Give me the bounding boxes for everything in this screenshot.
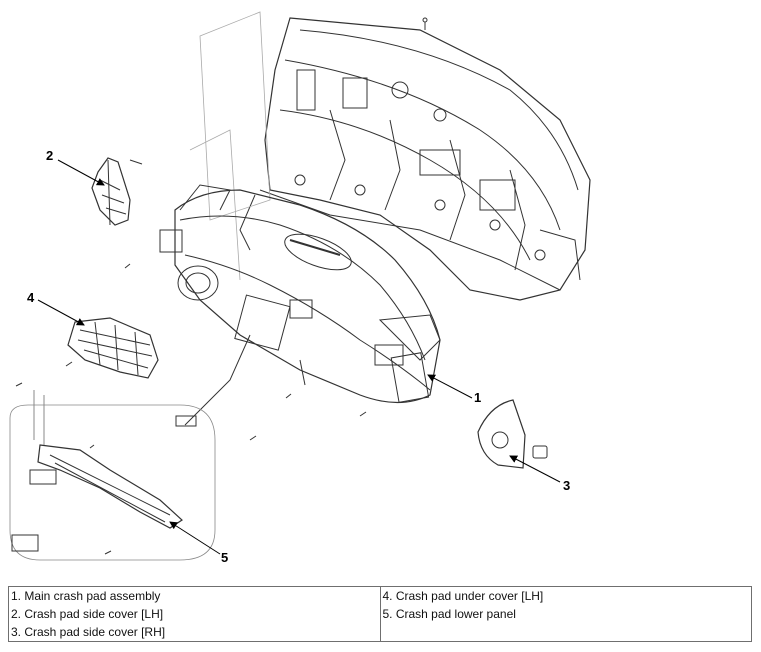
leader-lines <box>37 159 561 555</box>
crash-pad-side-cover-rh <box>477 399 548 469</box>
legend-item: 3. Crash pad side cover [RH] <box>11 625 166 639</box>
exploded-parts-diagram <box>9 11 591 561</box>
parts-legend: 1. Main crash pad assembly 2. Crash pad … <box>8 586 752 642</box>
crash-pad-under-cover-lh <box>67 317 159 379</box>
legend-item: 2. Crash pad side cover [LH] <box>11 607 164 621</box>
callout-1: 1 <box>474 390 482 405</box>
leader-1 <box>427 374 473 399</box>
fasteners <box>15 159 367 555</box>
callout-3: 3 <box>563 478 571 493</box>
legend-item: 1. Main crash pad assembly <box>11 589 161 603</box>
legend-item: 5. Crash pad lower panel <box>382 607 516 621</box>
legend-column-left: 1. Main crash pad assembly 2. Crash pad … <box>9 587 380 641</box>
legend-item: 4. Crash pad under cover [LH] <box>382 589 544 603</box>
legend-column-right: 4. Crash pad under cover [LH] 5. Crash p… <box>379 587 752 641</box>
leader-3 <box>509 455 561 483</box>
callout-5: 5 <box>221 550 229 565</box>
crash-pad-side-cover-lh <box>91 157 131 226</box>
vehicle-body-structure <box>189 11 591 301</box>
leader-2 <box>57 159 105 186</box>
callout-2: 2 <box>46 148 54 163</box>
leader-5 <box>169 521 221 555</box>
leader-4 <box>37 299 85 326</box>
main-crash-pad-assembly <box>159 184 441 427</box>
callout-4: 4 <box>27 290 35 305</box>
